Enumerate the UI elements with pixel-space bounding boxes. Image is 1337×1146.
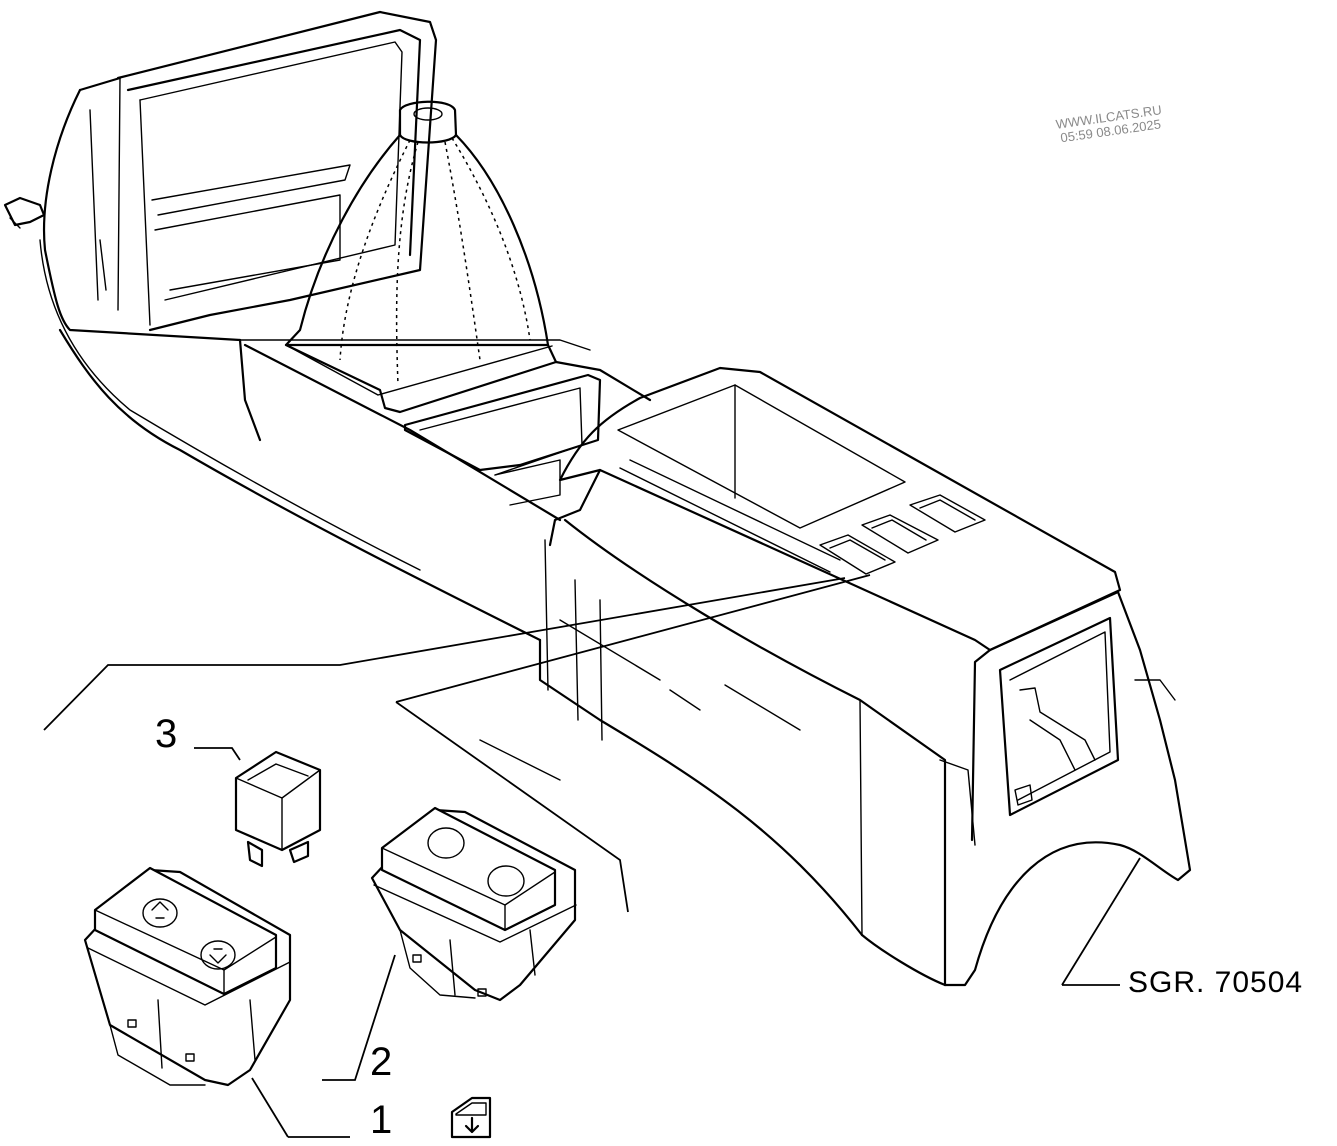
rear-bezel-frame [3, 10, 438, 342]
console-body [39, 239, 1192, 987]
relay-part-3 [234, 750, 322, 868]
door-window-icon [450, 1096, 492, 1139]
switch-part-1 [83, 866, 292, 1087]
leader-lines [43, 574, 1141, 1138]
drawing-reference: SGR. 70504 [1128, 966, 1304, 999]
gear-boot [284, 100, 558, 414]
callout-2: 2 [370, 1040, 393, 1084]
callout-1: 1 [370, 1098, 393, 1142]
callout-3: 3 [155, 712, 178, 756]
switch-part-2 [370, 806, 577, 1002]
